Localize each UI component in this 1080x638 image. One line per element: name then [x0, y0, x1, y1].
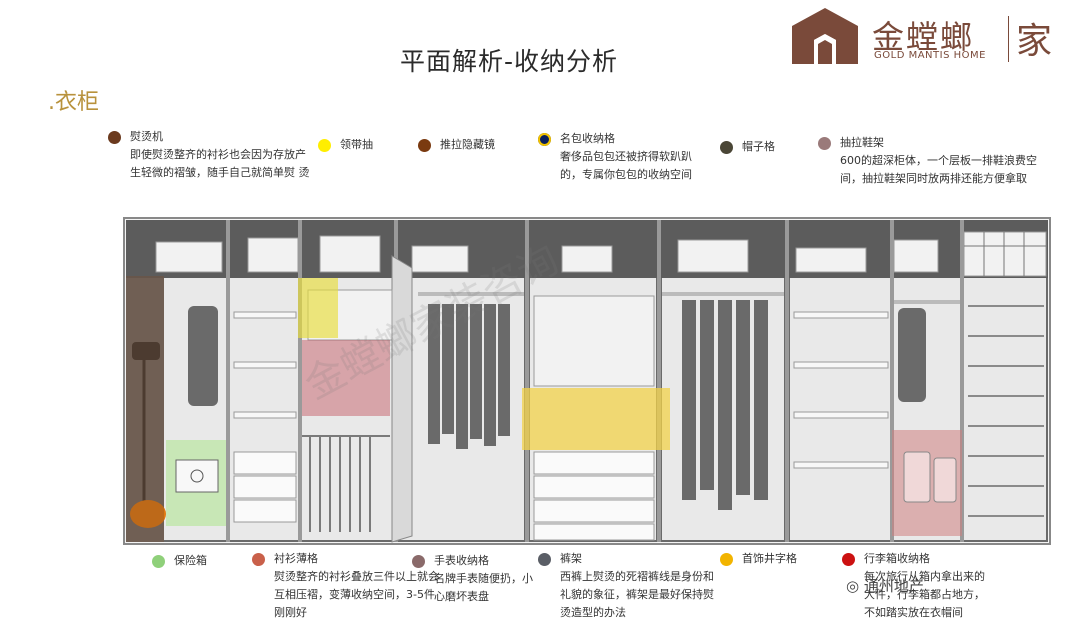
wardrobe-diagram: [123, 217, 1051, 545]
legend-label: 衬衫薄格: [274, 552, 318, 565]
legend-label: 熨烫机: [130, 130, 163, 143]
wechat-watermark: ◎ 通州地产: [846, 575, 924, 596]
legend-dot: [538, 553, 551, 566]
legend-desc: 600的超深柜体，一个层板一排鞋浪费空间，抽拉鞋架同时放两排还能方便拿取: [840, 154, 1037, 185]
legend-desc: 奢侈品包包还被挤得软趴趴的，专属你包包的收纳空间: [560, 150, 692, 181]
legend-desc: 名牌手表随便扔，小心磨坏表盘: [434, 572, 533, 603]
legend-desc: 熨烫整齐的衬衫叠放三件以上就会互相压褶，变薄收纳空间，3-5件刚刚好: [274, 570, 439, 619]
brand-logo: 金螳螂 GOLD MANTIS HOME 家: [790, 6, 1080, 76]
legend-dot: [720, 141, 733, 154]
legend-label: 保险箱: [174, 554, 207, 567]
wechat-label: 通州地产: [863, 577, 924, 595]
page-title: 平面解析-收纳分析: [400, 47, 619, 76]
legend-desc: 每次旅行从箱内拿出来的大件，行李箱都占地方，不如踏实放在衣帽间: [864, 570, 985, 619]
legend-dot: [720, 553, 733, 566]
legend-dot: [318, 139, 331, 152]
logo-mark-icon: [792, 8, 858, 64]
legend-dot: [418, 139, 431, 152]
legend-dot: [842, 553, 855, 566]
legend-label: 推拉隐藏镜: [440, 138, 495, 151]
legend-dot: [818, 137, 831, 150]
logo-divider: [1008, 16, 1009, 62]
legend-dot: [252, 553, 265, 566]
logo-english: GOLD MANTIS HOME: [874, 50, 986, 61]
legend-label: 首饰井字格: [742, 552, 797, 565]
legend-desc: 西裤上熨烫的死褶裤线是身份和礼貌的象征，裤架是最好保持熨烫造型的办法: [560, 570, 714, 619]
legend-dot: [412, 555, 425, 568]
legend-label: 行李箱收纳格: [864, 552, 930, 565]
logo-home: 家: [1016, 21, 1053, 62]
wechat-icon: ◎: [846, 577, 864, 595]
legend-label: 手表收纳格: [434, 554, 489, 567]
legend-label: 抽拉鞋架: [840, 136, 884, 149]
section-title: .衣柜: [48, 90, 99, 115]
legend-label: 裤架: [560, 552, 582, 565]
legend-dot: [108, 131, 121, 144]
legend-desc: 即使熨烫整齐的衬衫也会因为存放产生轻微的褶皱，随手自己就简单熨 烫: [130, 148, 310, 179]
legend-label: 名包收纳格: [560, 132, 615, 145]
logo-name: 金螳螂: [872, 18, 975, 56]
legend-label: 领带抽: [340, 138, 373, 151]
legend-dot: [152, 555, 165, 568]
legend-label: 帽子格: [742, 140, 775, 153]
legend-dot: [538, 133, 551, 146]
